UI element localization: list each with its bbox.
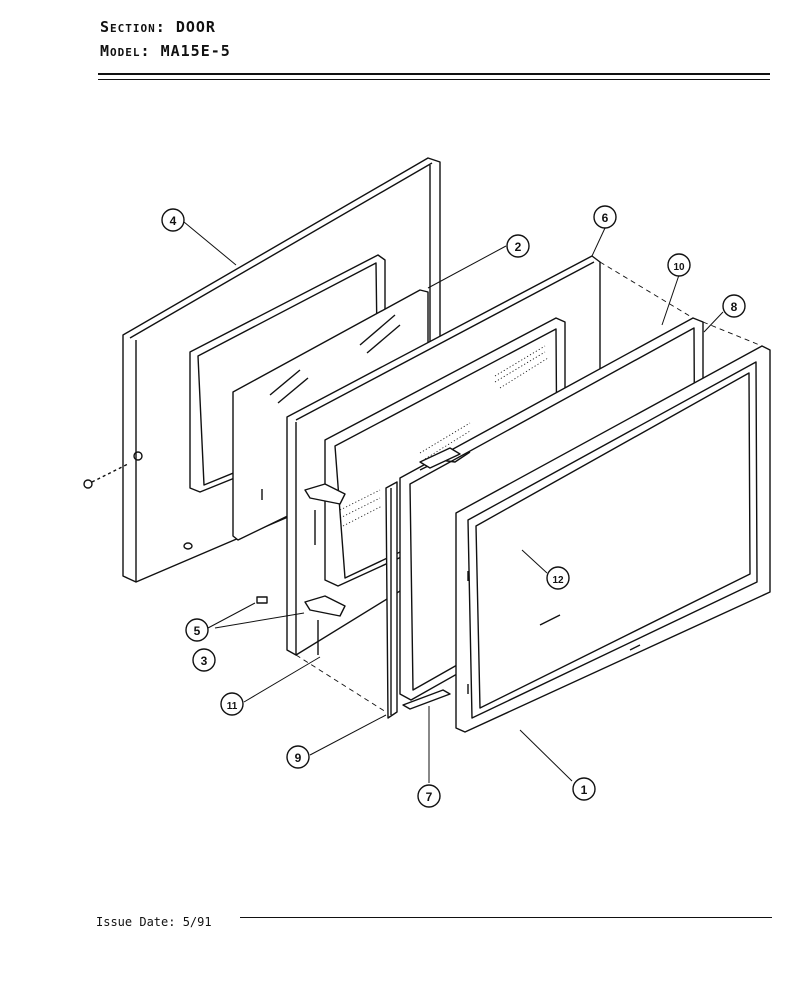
svg-text:2: 2 [515,240,522,254]
callout-2: 2 [506,234,530,258]
model-label: Model: [100,42,151,60]
svg-text:9: 9 [295,751,302,765]
svg-text:5: 5 [194,624,201,638]
svg-text:7: 7 [426,790,433,804]
leader-lines [183,221,724,783]
callout-1: 1 [572,777,596,801]
footer-rule [240,917,772,918]
model-value: MA15E-5 [160,42,231,60]
callout-6: 6 [593,205,617,229]
callout-4: 4 [161,208,185,232]
callout-7: 7 [417,784,441,808]
callout-3: 3 [192,648,216,672]
svg-text:6: 6 [602,211,609,225]
svg-text:1: 1 [581,783,588,797]
section-value: DOOR [175,18,216,36]
bottom-strip [402,689,451,710]
svg-text:3: 3 [201,654,208,668]
svg-text:11: 11 [227,701,238,712]
svg-text:8: 8 [731,300,738,314]
header-rule-thin [98,79,770,80]
alignment-lines [295,261,763,713]
callout-11: 11 [220,692,244,716]
front-trim-frame [455,345,771,733]
section-heading: Section: DOOR [100,18,216,36]
callout-5: 5 [185,618,209,642]
section-label: Section: [100,18,166,36]
header-rule-thick [98,73,770,75]
screw-left [83,463,129,489]
callout-10: 10 [667,253,691,277]
screw-5 [256,489,268,604]
svg-text:10: 10 [673,262,685,273]
issue-date: Issue Date: 5/91 [96,915,212,929]
callout-8: 8 [722,294,746,318]
callout-9: 9 [286,745,310,769]
model-heading: Model: MA15E-5 [100,42,231,60]
side-channel [385,481,398,719]
svg-text:4: 4 [170,214,177,228]
svg-text:12: 12 [552,575,564,586]
callout-12: 12 [546,566,570,590]
